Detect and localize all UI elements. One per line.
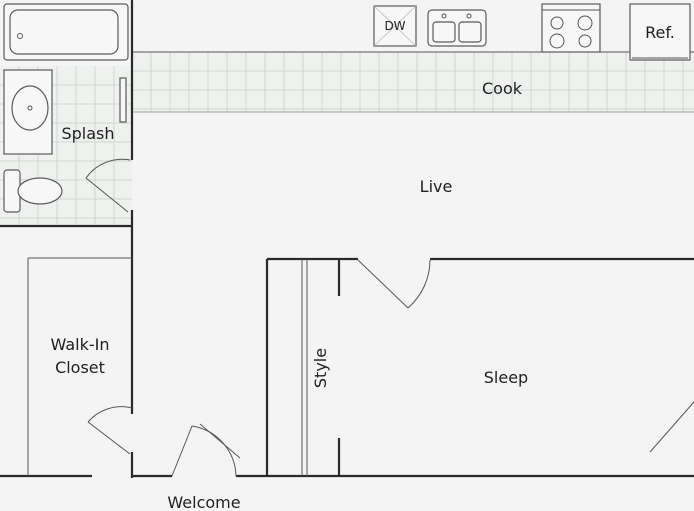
- room-label-walk-in-line2: Closet: [55, 358, 105, 377]
- closet-sliding-door: [199, 423, 241, 459]
- bedroom-closet-door: [649, 401, 694, 453]
- refrigerator-icon: Ref.: [629, 3, 691, 61]
- walls: [0, 0, 694, 478]
- room-label-sleep: Sleep: [484, 368, 528, 387]
- kitchen-tile-floor: [132, 52, 694, 112]
- closet-door: [87, 406, 133, 455]
- room-label-cook: Cook: [482, 79, 523, 98]
- toilet-icon: [3, 169, 63, 213]
- room-label-style: Style: [311, 348, 330, 388]
- room-label-welcome: Welcome: [167, 493, 240, 511]
- refrigerator-label: Ref.: [645, 23, 675, 42]
- stove-icon: [541, 3, 601, 53]
- bedroom-door: [357, 259, 431, 309]
- room-label-live: Live: [420, 177, 453, 196]
- kitchen-sink-icon: [427, 9, 487, 47]
- bathtub-icon: [3, 3, 129, 61]
- room-label-splash: Splash: [61, 124, 114, 143]
- bathroom-sink-icon: [3, 69, 53, 155]
- towel-bar-icon: [119, 77, 127, 123]
- room-label-walk-in-line1: Walk-In: [51, 335, 110, 354]
- bathroom-door: [85, 158, 131, 213]
- dishwasher-label: DW: [384, 19, 405, 33]
- dishwasher-icon: DW: [373, 5, 417, 47]
